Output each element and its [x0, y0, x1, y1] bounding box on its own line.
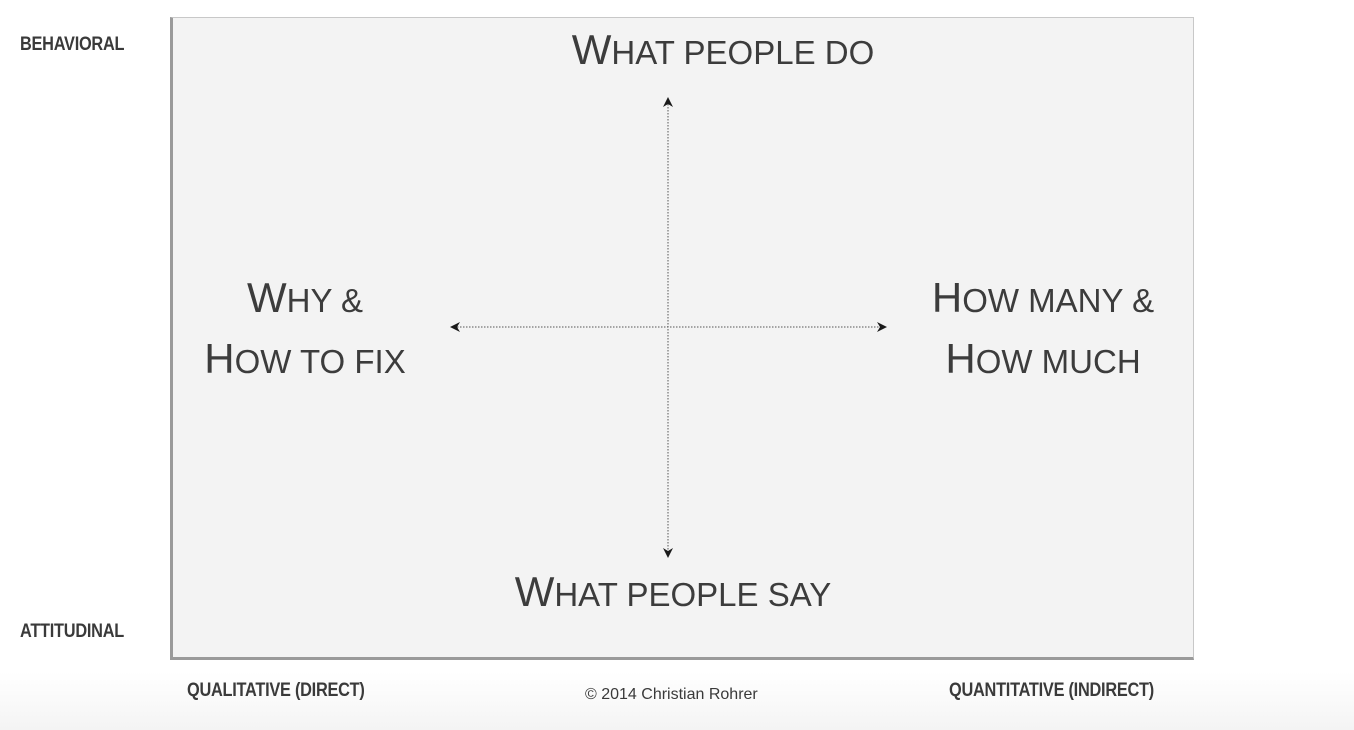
attitudinal-label: ATTITUDINAL	[20, 621, 124, 642]
why-rest: hy &	[286, 282, 364, 319]
axis-arrows	[450, 97, 887, 558]
copyright-text: © 2014 Christian Rohrer	[585, 686, 758, 703]
what-people-do-rest: hat people do	[611, 34, 875, 71]
why-line: Why &	[185, 272, 425, 333]
quadrant-plot: What people do What people say Why & How…	[170, 17, 1194, 660]
how-many-line: How many &	[903, 272, 1183, 333]
what-people-do-label: What people do	[518, 24, 928, 85]
how-to-fix-line: How to fix	[185, 333, 425, 394]
behavioral-label: BEHAVIORAL	[20, 34, 125, 55]
what-people-say-label: What people say	[508, 566, 838, 627]
how-to-fix-initial: H	[204, 335, 235, 382]
why-initial: W	[246, 274, 287, 321]
how-much-rest: ow much	[975, 343, 1141, 380]
how-much-initial: H	[945, 335, 976, 382]
how-much-line: How much	[903, 333, 1183, 394]
quantitative-label: QUANTITATIVE (INDIRECT)	[949, 680, 1154, 701]
why-how-to-fix-label: Why & How to fix	[185, 272, 425, 394]
how-many-rest: ow many &	[962, 282, 1155, 319]
how-many-initial: H	[931, 274, 963, 321]
how-to-fix-rest: ow to fix	[234, 343, 406, 380]
how-many-how-much-label: How many & How much	[903, 272, 1183, 394]
what-people-do-initial: W	[571, 26, 612, 73]
what-people-say-rest: hat people say	[554, 576, 832, 613]
qualitative-label: QUALITATIVE (DIRECT)	[187, 680, 365, 701]
what-people-say-initial: W	[514, 568, 555, 615]
